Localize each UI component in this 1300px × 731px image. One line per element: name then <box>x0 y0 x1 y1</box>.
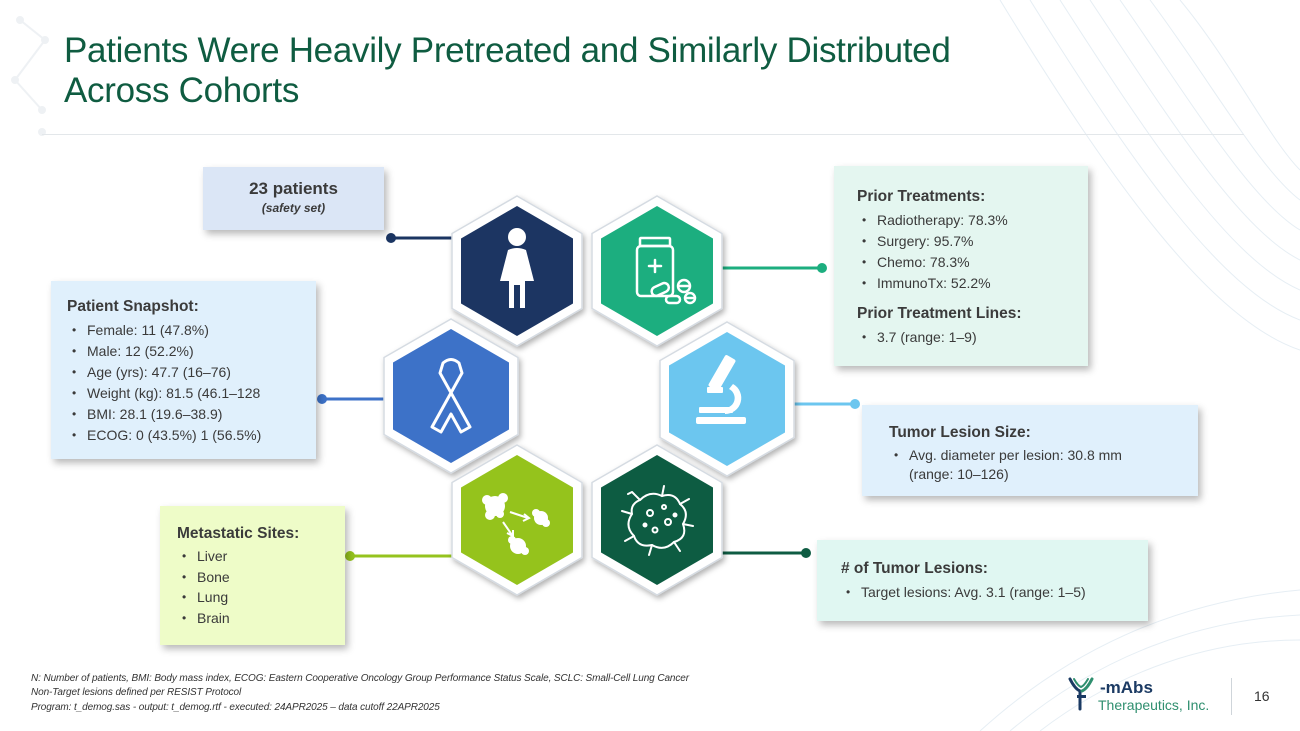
awareness-ribbon-icon <box>430 358 472 434</box>
slide-title: Patients Were Heavily Pretreated and Sim… <box>64 31 1144 111</box>
patient-snapshot-list: Female: 11 (47.8%) Male: 12 (52.2%) Age … <box>67 320 316 446</box>
footnote-abbreviations: N: Number of patients, BMI: Body mass in… <box>31 673 689 684</box>
prior-treatment-lines-list: 3.7 (range: 1–9) <box>857 327 1088 348</box>
metastatic-sites-list: Liver Bone Lung Brain <box>177 546 345 628</box>
patients-count: 23 patients <box>249 179 338 198</box>
patients-subtitle: (safety set) <box>261 201 326 215</box>
tumor-lesion-size-heading: Tumor Lesion Size: <box>889 424 1031 441</box>
hexagon-ribbon <box>383 318 519 474</box>
title-divider <box>42 134 1244 135</box>
connector-tumor-lesions <box>720 548 811 558</box>
list-item: Weight (kg): 81.5 (46.1–128 <box>72 383 316 404</box>
hexagon-medicine <box>591 195 723 347</box>
tumor-lesions-heading: # of Tumor Lesions: <box>841 560 988 577</box>
list-item: Bone <box>182 567 345 588</box>
list-item: 3.7 (range: 1–9) <box>862 327 1088 348</box>
prior-treatment-lines-heading: Prior Treatment Lines: <box>857 305 1022 322</box>
patient-snapshot-heading: Patient Snapshot: <box>67 298 199 315</box>
prior-treatments-heading: Prior Treatments: <box>857 188 986 205</box>
connector-prior-treatments <box>716 263 827 273</box>
list-item: BMI: 28.1 (19.6–38.9) <box>72 404 316 425</box>
logo-divider <box>1231 678 1232 715</box>
microscope-icon <box>696 355 746 424</box>
lesion-size-line-1: Avg. diameter per lesion: 30.8 mm <box>909 447 1122 463</box>
list-item: Radiotherapy: 78.3% <box>862 210 1088 231</box>
tumor-lesions-list: Target lesions: Avg. 3.1 (range: 1–5) <box>841 582 1148 603</box>
hexagon-microscope <box>659 321 795 477</box>
connector-lesion-size <box>784 399 860 409</box>
title-line-1: Patients Were Heavily Pretreated and Sim… <box>64 31 951 70</box>
list-item: Female: 11 (47.8%) <box>72 320 316 341</box>
company-logo: -mAbs Therapeutics, Inc. <box>1066 673 1226 719</box>
connector-patients <box>386 233 460 243</box>
list-item: Brain <box>182 608 345 629</box>
lesion-size-line-2: (range: 10–126) <box>909 466 1009 482</box>
prior-treatments-list: Radiotherapy: 78.3% Surgery: 95.7% Chemo… <box>857 210 1088 294</box>
connector-snapshot <box>317 394 392 404</box>
list-item: Surgery: 95.7% <box>862 231 1088 252</box>
tumor-lesions-box: # of Tumor Lesions: Target lesions: Avg.… <box>817 540 1148 621</box>
list-item: Male: 12 (52.2%) <box>72 341 316 362</box>
prior-treatments-box: Prior Treatments: Radiotherapy: 78.3% Su… <box>834 166 1088 366</box>
connector-metastatic <box>345 551 459 561</box>
metastatic-sites-heading: Metastatic Sites: <box>177 525 300 542</box>
medicine-bottle-icon <box>635 236 697 305</box>
hexagon-metastasis <box>451 444 583 596</box>
list-item: Age (yrs): 47.7 (16–76) <box>72 362 316 383</box>
list-item: Liver <box>182 546 345 567</box>
footnote-program: Program: t_demog.sas - output: t_demog.r… <box>31 702 440 713</box>
hexagon-tumor <box>591 444 723 596</box>
list-item: ImmunoTx: 52.2% <box>862 273 1088 294</box>
person-female-icon <box>500 228 534 308</box>
list-item: Lung <box>182 587 345 608</box>
footnote-lesions: Non-Target lesions defined per RESIST Pr… <box>31 687 242 698</box>
logo-name: -mAbs <box>1100 678 1153 697</box>
list-item: ECOG: 0 (43.5%) 1 (56.5%) <box>72 425 316 446</box>
page-number: 16 <box>1254 688 1270 704</box>
patient-snapshot-box: Patient Snapshot: Female: 11 (47.8%) Mal… <box>51 281 316 459</box>
list-item: Target lesions: Avg. 3.1 (range: 1–5) <box>846 582 1148 603</box>
title-line-2: Across Cohorts <box>64 71 300 110</box>
logo-subtitle: Therapeutics, Inc. <box>1098 697 1210 713</box>
logo-mark-icon <box>1068 677 1094 711</box>
metastatic-sites-box: Metastatic Sites: Liver Bone Lung Brain <box>160 506 345 645</box>
list-item: Avg. diameter per lesion: 30.8 mm (range… <box>894 446 1198 484</box>
metastasis-cells-icon <box>482 493 550 555</box>
tumor-lesion-size-list: Avg. diameter per lesion: 30.8 mm (range… <box>889 446 1198 484</box>
tumor-cell-icon <box>621 485 694 556</box>
tumor-lesion-size-box: Tumor Lesion Size: Avg. diameter per les… <box>862 405 1198 496</box>
patients-count-box: 23 patients (safety set) <box>203 167 384 230</box>
list-item: Chemo: 78.3% <box>862 252 1088 273</box>
